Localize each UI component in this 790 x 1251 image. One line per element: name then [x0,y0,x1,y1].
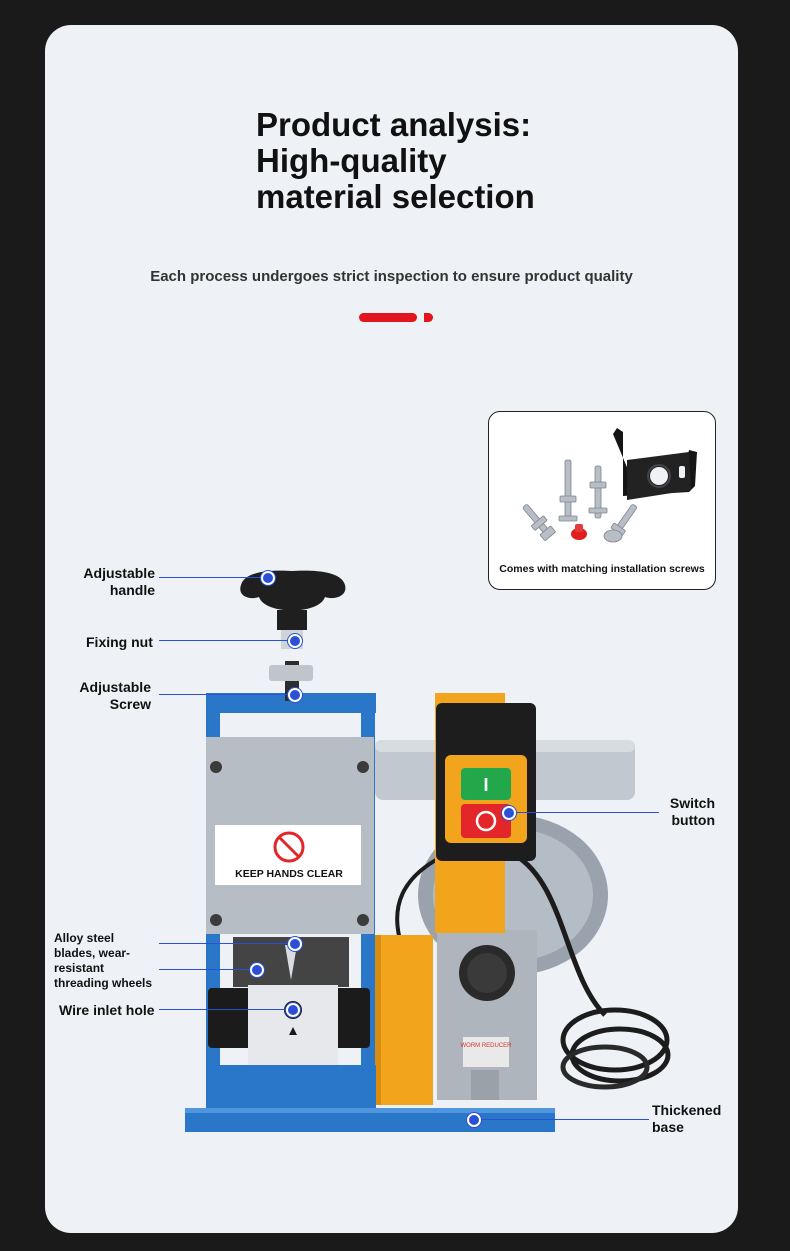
leader-switch [511,812,659,813]
stop-button [461,804,511,838]
inset-caption: Comes with matching installation screws [499,563,705,575]
mounting-bracket-icon [613,428,697,500]
leader-handle [159,577,265,578]
leader-inlet [159,1009,293,1010]
accent-bar [359,313,417,322]
screws-illustration [522,428,697,543]
start-button [461,768,511,800]
screw-set-icon [522,459,637,543]
leader-base [477,1119,649,1120]
product-card: Product analysis: High-quality material … [45,25,738,1233]
accessories-inset: Comes with matching installation screws [488,411,716,590]
title-line-3: material selection [256,178,535,215]
leader-nut [159,640,293,641]
page-subtitle: Each process undergoes strict inspection… [150,268,633,285]
frame-top [206,693,376,713]
label-fixing-nut: Fixing nut [86,634,153,650]
marker-handle [261,571,275,585]
lock-nut [269,665,313,681]
svg-text:I: I [483,775,488,795]
warning-text: KEEP HANDS CLEAR [235,868,343,880]
title-line-1: Product analysis: [256,106,532,143]
leader-blades [159,943,293,944]
power-cable [560,1007,670,1073]
accent-dot [424,313,433,322]
marker-screw [288,688,302,702]
label-wire-inlet: Wire inlet hole [59,1002,155,1018]
title-line-2: High-quality [256,142,447,179]
leader-screw [159,694,293,695]
page-title: Product analysis: High-quality material … [256,107,535,215]
marker-blades [288,937,302,951]
warning-sign [215,825,361,885]
marker-wheels [250,963,264,977]
no-hands-icon [273,831,305,863]
marker-switch [502,806,516,820]
wire-stripper-machine: WORM REDUCER I KEEP HANDS CLEAR [185,570,671,1132]
reducer-label: WORM REDUCER [461,1043,513,1049]
marker-nut [288,634,302,648]
marker-inlet [286,1003,300,1017]
red-nut-icon [571,528,587,540]
leader-wheels [159,969,255,970]
marker-base [467,1113,481,1127]
